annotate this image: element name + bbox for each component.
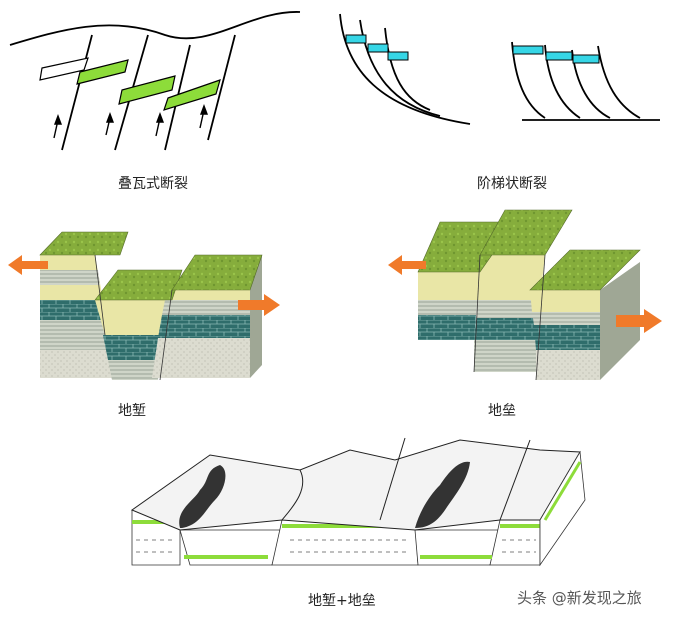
caption-graben-horst: 地堑+地垒 — [308, 590, 376, 610]
caption-imbricate-faults: 叠瓦式断裂 — [118, 173, 188, 193]
caption-stepped-faults: 阶梯状断裂 — [477, 173, 547, 193]
caption-graben: 地堑 — [118, 400, 146, 420]
watermark-text: 头条 @新发现之旅 — [517, 587, 642, 608]
caption-horst: 地垒 — [488, 400, 516, 420]
